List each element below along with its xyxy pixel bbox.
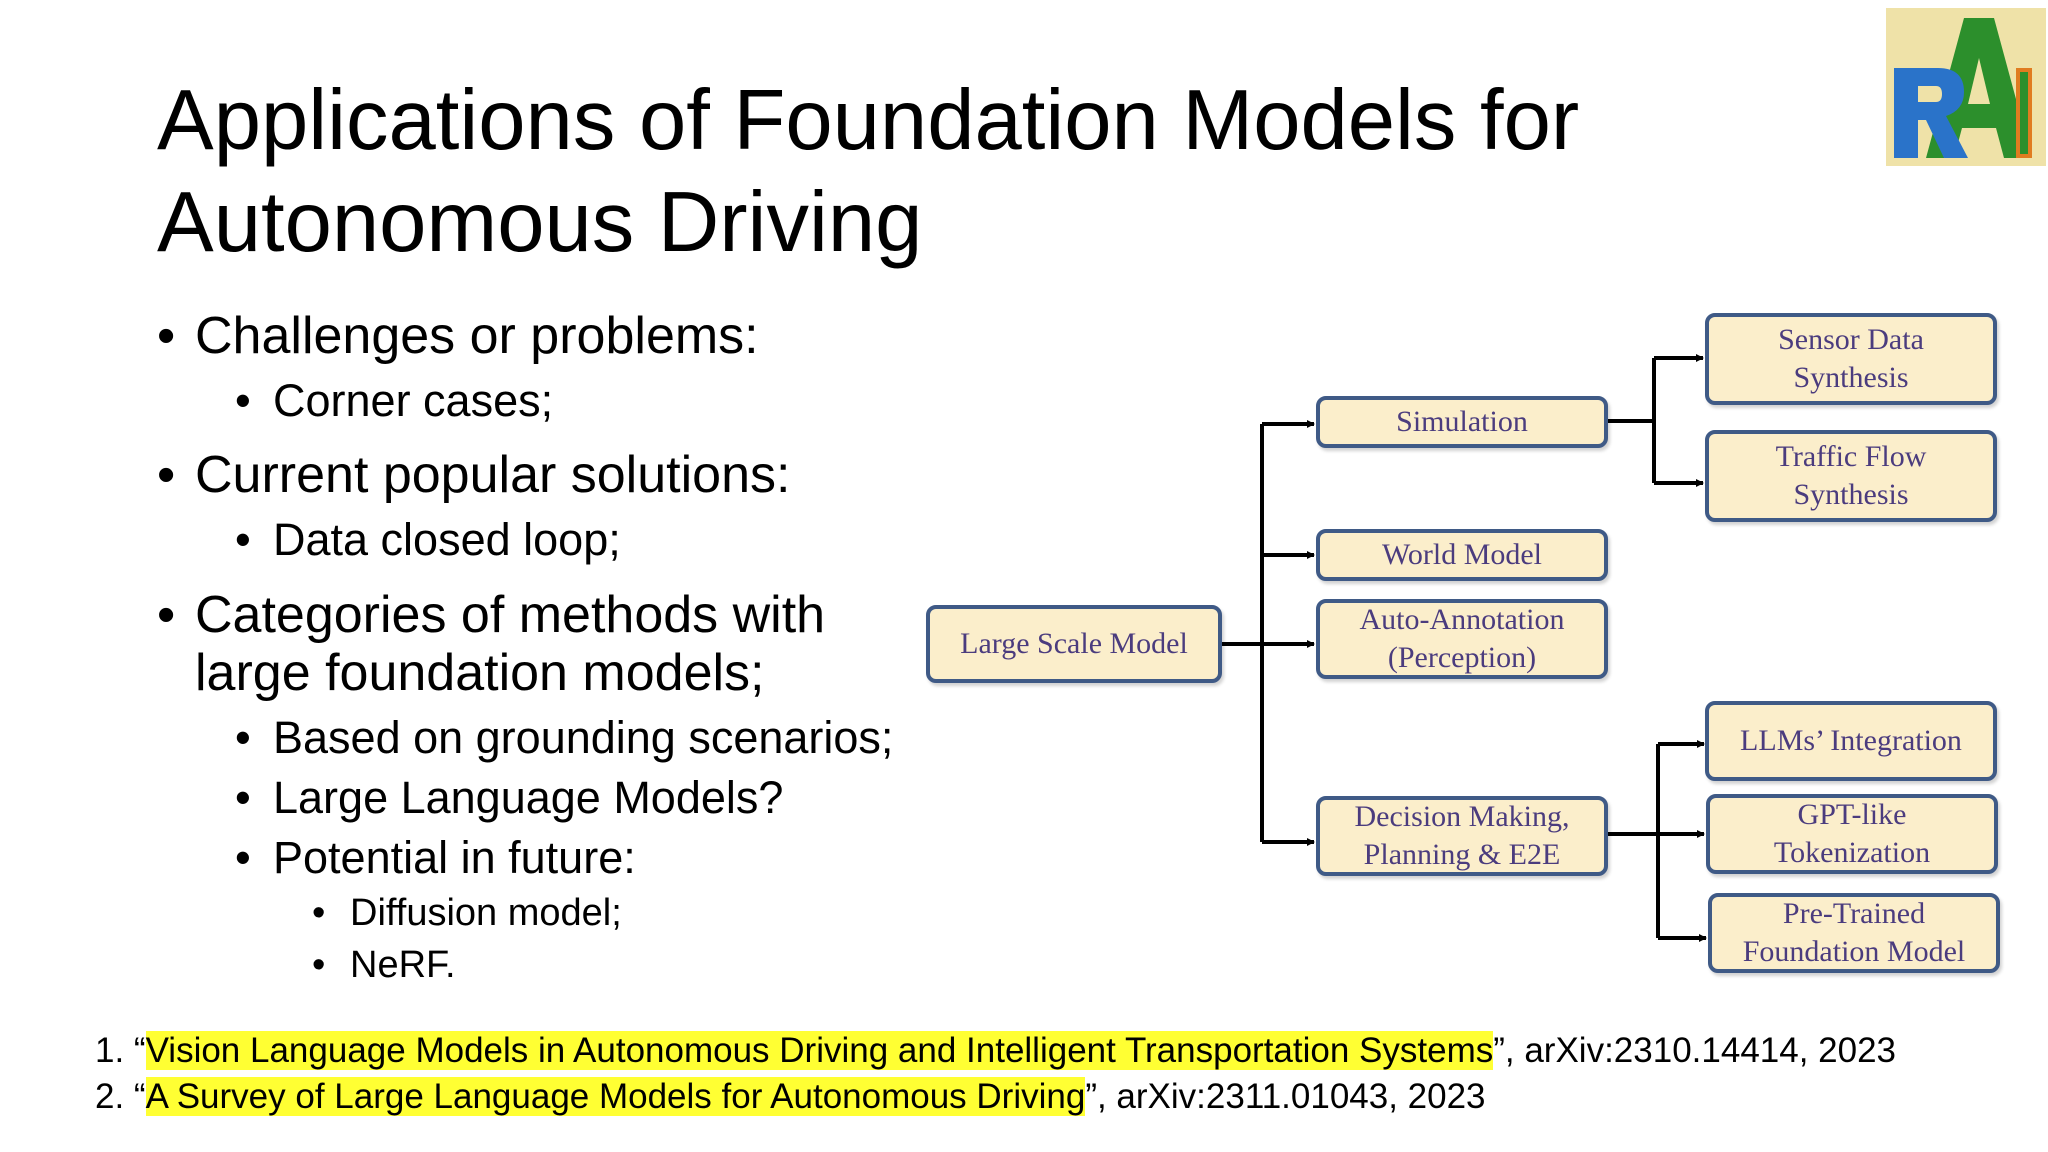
- reference-open-quote: “: [133, 1031, 146, 1070]
- node-traffic-flow-synthesis: Traffic Flow Synthesis: [1705, 430, 1997, 522]
- node-label-line-1: Decision Making,: [1354, 800, 1570, 833]
- bullet-marker: •: [235, 712, 251, 763]
- bullet-text: Current popular solutions:: [195, 446, 791, 504]
- reference-title-highlighted: A Survey of Large Language Models for Au…: [145, 1077, 1086, 1116]
- reference-number: 2.: [95, 1077, 134, 1116]
- node-label-line-2: Planning & E2E: [1363, 838, 1561, 871]
- reference-source: ”, arXiv:2310.14414, 2023: [1493, 1031, 1897, 1070]
- bullet-text: Large Language Models?: [273, 772, 784, 823]
- node-label-line-2: Tokenization: [1773, 836, 1931, 869]
- node-label-line-2: Foundation Model: [1742, 935, 1966, 968]
- bullet-text: Corner cases;: [273, 375, 554, 426]
- node-world-model: World Model: [1316, 529, 1608, 581]
- rai-logo: [1886, 8, 2046, 166]
- node-sensor-data-synthesis: Sensor Data Synthesis: [1705, 313, 1997, 405]
- reference-source: ”, arXiv:2311.01043, 2023: [1085, 1077, 1486, 1116]
- node-decision-making: Decision Making, Planning & E2E: [1316, 796, 1608, 876]
- node-label-line-2: Synthesis: [1793, 361, 1909, 394]
- bullet-text: NeRF.: [350, 944, 456, 986]
- slide-title-line-2: Autonomous Driving: [157, 175, 923, 270]
- references: 1. “Vision Language Models in Autonomous…: [95, 1028, 1896, 1120]
- reference-number: 1.: [95, 1031, 134, 1070]
- bullet-text: Potential in future:: [273, 832, 636, 883]
- node-label-line-1: Auto-Annotation: [1359, 603, 1565, 636]
- bullet-text: Based on grounding scenarios;: [273, 712, 894, 763]
- node-label: Simulation: [1396, 405, 1528, 438]
- bullet-text-line-2: large foundation models;: [195, 644, 765, 702]
- reference-title-highlighted: Vision Language Models in Autonomous Dri…: [145, 1031, 1494, 1070]
- bullet-marker: •: [235, 832, 251, 883]
- bullet-marker: •: [157, 586, 176, 644]
- node-simulation: Simulation: [1316, 396, 1608, 448]
- node-label: Large Scale Model: [960, 627, 1188, 660]
- reference-open-quote: “: [133, 1077, 146, 1116]
- reference-item-2: 2. “A Survey of Large Language Models fo…: [95, 1074, 1896, 1120]
- node-large-scale-model: Large Scale Model: [926, 605, 1222, 683]
- bullet-marker: •: [312, 892, 326, 934]
- bullet-marker: •: [235, 772, 251, 823]
- node-label-line-1: Pre-Trained: [1782, 897, 1926, 930]
- bullet-text: Challenges or problems:: [195, 307, 759, 365]
- bullet-marker: •: [157, 446, 176, 504]
- bullet-marker: •: [157, 307, 176, 365]
- node-label-line-1: Traffic Flow: [1775, 440, 1927, 473]
- node-pretrained-foundation-model: Pre-Trained Foundation Model: [1708, 893, 2000, 973]
- node-label: LLMs’ Integration: [1740, 724, 1962, 757]
- slide-title-line-1: Applications of Foundation Models for: [157, 73, 1580, 168]
- node-llms-integration: LLMs’ Integration: [1705, 701, 1997, 781]
- slide-title: Applications of Foundation Models for Au…: [157, 70, 1757, 274]
- bullet-list: • Challenges or problems: • Corner cases…: [0, 0, 940, 1000]
- node-label-line-1: Sensor Data: [1778, 323, 1924, 356]
- node-gpt-like-tokenization: GPT-like Tokenization: [1706, 794, 1998, 874]
- node-label-line-1: GPT-like: [1797, 798, 1907, 831]
- bullet-marker: •: [235, 514, 251, 565]
- node-label-line-2: (Perception): [1387, 641, 1537, 674]
- bullet-text: Data closed loop;: [273, 514, 621, 565]
- bullet-text: Diffusion model;: [350, 892, 622, 934]
- node-auto-annotation: Auto-Annotation (Perception): [1316, 599, 1608, 679]
- reference-item-1: 1. “Vision Language Models in Autonomous…: [95, 1028, 1896, 1074]
- node-label-line-2: Synthesis: [1793, 478, 1909, 511]
- bullet-marker: •: [312, 944, 326, 986]
- bullet-text-line-1: Categories of methods with: [195, 586, 826, 644]
- bullet-marker: •: [235, 375, 251, 426]
- node-label: World Model: [1381, 538, 1543, 571]
